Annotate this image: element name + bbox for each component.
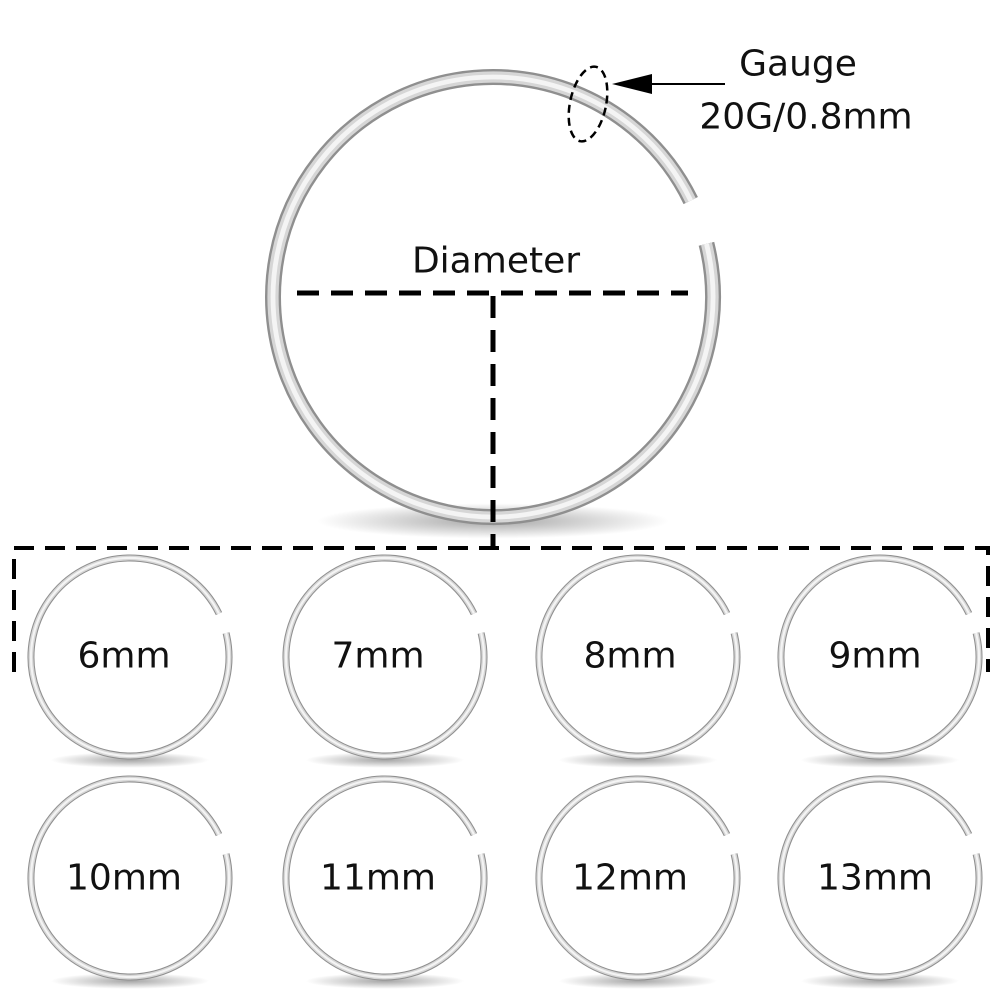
size-ring (777, 554, 983, 768)
size-label: 9mm (828, 635, 922, 677)
ring-stroke (537, 557, 739, 758)
ring-shadow (50, 973, 210, 989)
size-ring (777, 775, 983, 989)
ring-shadow (305, 752, 465, 768)
gauge-title: Gauge (739, 43, 857, 85)
size-ring (27, 775, 233, 989)
ring-stroke (284, 557, 486, 758)
gauge-value: 20G/0.8mm (699, 96, 913, 138)
ring-shadow (800, 752, 960, 768)
ring-shadow (800, 973, 960, 989)
gauge-marker-ellipse (567, 65, 609, 143)
size-label: 8mm (583, 635, 677, 677)
size-ring (27, 554, 233, 768)
size-bracket-dash (12, 546, 990, 672)
ring-stroke (29, 778, 231, 979)
size-label: 12mm (572, 857, 688, 899)
ring-stroke (270, 74, 716, 520)
ring-shadow (558, 973, 718, 989)
ring-shadow (305, 973, 465, 989)
ring-stroke (537, 778, 739, 979)
ring-stroke (779, 778, 981, 979)
size-label: 6mm (77, 635, 171, 677)
size-ring (282, 775, 488, 989)
size-label: 13mm (817, 857, 933, 899)
size-ring (535, 775, 741, 989)
main-ring (265, 69, 721, 539)
size-label: 10mm (66, 857, 182, 899)
size-label: 11mm (320, 857, 436, 899)
ring-shadow (558, 752, 718, 768)
ring-stroke (284, 778, 486, 979)
ring-stroke (779, 557, 981, 758)
size-ring (282, 554, 488, 768)
size-label: 7mm (331, 635, 425, 677)
gauge-arrow-head (612, 74, 652, 94)
size-ring (535, 554, 741, 768)
diameter-label: Diameter (411, 240, 581, 282)
ring-stroke (29, 557, 231, 758)
ring-shadow (50, 752, 210, 768)
